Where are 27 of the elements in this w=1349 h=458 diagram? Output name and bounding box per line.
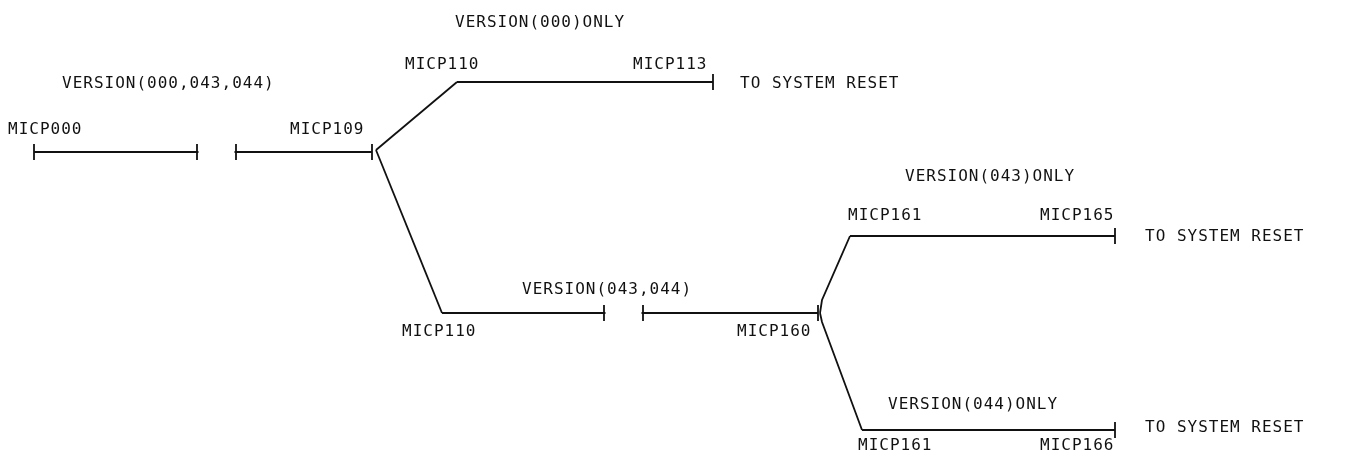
step-code-label: MICP161 — [848, 206, 923, 224]
connector-line — [819, 235, 851, 314]
connector-line — [375, 81, 458, 151]
edge-label: VERSION(044)ONLY — [888, 395, 1059, 413]
note-label: TO SYSTEM RESET — [1145, 418, 1305, 436]
step-code-label: MICP000 — [8, 120, 83, 138]
edge-label: VERSION(043)ONLY — [905, 167, 1076, 185]
connector-line — [375, 149, 443, 314]
note-label: TO SYSTEM RESET — [1145, 227, 1305, 245]
edge-label: VERSION(000,043,044) — [62, 74, 275, 92]
connector-line — [441, 304, 819, 322]
connector-line — [456, 73, 714, 91]
step-code-label: MICP110 — [405, 55, 480, 73]
step-code-label: MICP161 — [858, 436, 933, 454]
step-code-label: MICP160 — [737, 322, 812, 340]
connector-line — [849, 227, 1116, 245]
connector-line — [819, 312, 863, 431]
step-code-label: MICP165 — [1040, 206, 1115, 224]
edge-label: VERSION(043,044) — [522, 280, 693, 298]
edge-label: VERSION(000)ONLY — [455, 13, 626, 31]
connector-line — [33, 143, 373, 161]
connector-line — [861, 421, 1116, 439]
step-code-label: MICP113 — [633, 55, 708, 73]
note-label: TO SYSTEM RESET — [740, 74, 900, 92]
step-code-label: MICP166 — [1040, 436, 1115, 454]
step-code-label: MICP110 — [402, 322, 477, 340]
step-code-label: MICP109 — [290, 120, 365, 138]
